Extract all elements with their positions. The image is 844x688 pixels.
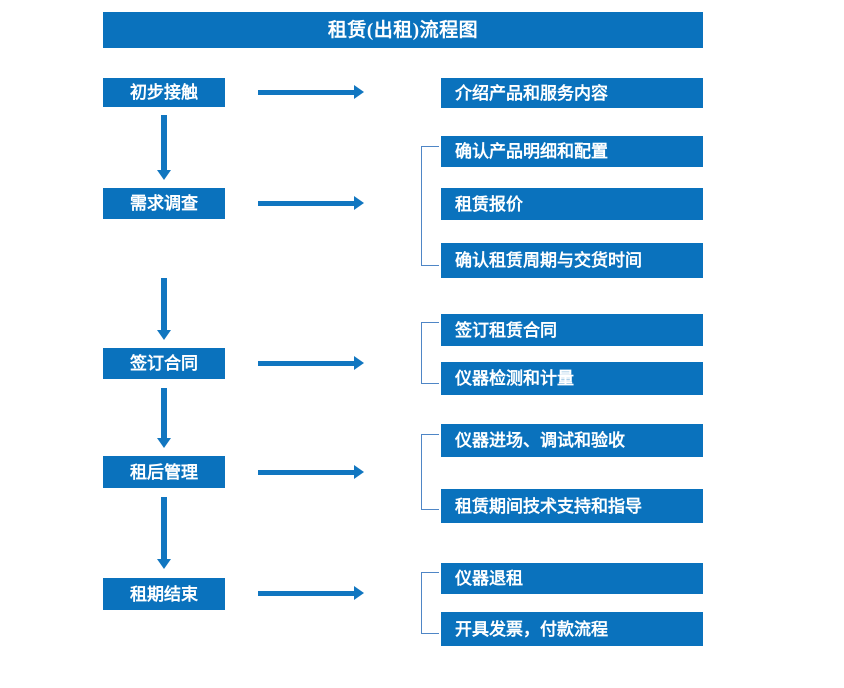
detail-label: 仪器退租 xyxy=(455,569,523,588)
arrow-shaft xyxy=(258,470,355,475)
arrow-head xyxy=(157,330,171,340)
detail-label: 确认租赁周期与交货时间 xyxy=(455,251,642,270)
arrow-shaft xyxy=(161,388,167,439)
stage-box-post-rental-management[interactable]: 租后管理 xyxy=(103,456,225,488)
stage-label: 签订合同 xyxy=(130,354,198,373)
group-bracket-2 xyxy=(421,146,439,266)
arrow-head xyxy=(354,85,364,99)
arrow-head xyxy=(354,586,364,600)
diagram-title-bar: 租赁(出租)流程图 xyxy=(103,12,703,48)
detail-box-invoice-payment[interactable]: 开具发票，付款流程 xyxy=(441,612,703,646)
detail-label: 仪器检测和计量 xyxy=(455,369,574,388)
detail-label: 签订租赁合同 xyxy=(455,320,557,340)
down-arrow-icon-3 xyxy=(157,388,171,448)
stage-box-sign-contract[interactable]: 签订合同 xyxy=(103,348,225,379)
arrow-head xyxy=(354,356,364,370)
right-arrow-icon-1 xyxy=(258,85,364,99)
detail-box-confirm-product-spec[interactable]: 确认产品明细和配置 xyxy=(441,136,703,167)
right-arrow-icon-4 xyxy=(258,465,364,479)
detail-label: 仪器进场、调试和验收 xyxy=(455,431,625,450)
detail-box-instrument-return[interactable]: 仪器退租 xyxy=(441,563,703,594)
down-arrow-icon-2 xyxy=(157,278,171,340)
group-bracket-4 xyxy=(421,434,439,510)
stage-box-lease-end[interactable]: 租期结束 xyxy=(103,578,225,610)
detail-box-instrument-entry-commission[interactable]: 仪器进场、调试和验收 xyxy=(441,424,703,457)
stage-label: 租期结束 xyxy=(130,584,198,604)
detail-box-instrument-inspection[interactable]: 仪器检测和计量 xyxy=(441,362,703,395)
stage-box-needs-survey[interactable]: 需求调查 xyxy=(103,188,225,219)
stage-label: 租后管理 xyxy=(130,462,198,482)
detail-label: 租赁报价 xyxy=(455,194,523,214)
detail-label: 确认产品明细和配置 xyxy=(455,142,608,161)
detail-label: 介绍产品和服务内容 xyxy=(455,83,608,103)
detail-box-sign-rental-contract[interactable]: 签订租赁合同 xyxy=(441,314,703,346)
arrow-shaft xyxy=(258,361,355,366)
arrow-shaft xyxy=(161,497,167,560)
stage-box-initial-contact[interactable]: 初步接触 xyxy=(103,78,225,107)
detail-box-introduce-products[interactable]: 介绍产品和服务内容 xyxy=(441,78,703,108)
detail-label: 开具发票，付款流程 xyxy=(455,619,608,639)
arrow-shaft xyxy=(161,115,167,171)
arrow-shaft xyxy=(258,201,355,206)
detail-box-confirm-period-delivery[interactable]: 确认租赁周期与交货时间 xyxy=(441,243,703,278)
diagram-title: 租赁(出租)流程图 xyxy=(327,19,479,41)
right-arrow-icon-5 xyxy=(258,586,364,600)
arrow-head xyxy=(157,170,171,180)
right-arrow-icon-3 xyxy=(258,356,364,370)
arrow-shaft xyxy=(161,278,167,331)
stage-label: 初步接触 xyxy=(130,83,198,102)
right-arrow-icon-2 xyxy=(258,196,364,210)
stage-label: 需求调查 xyxy=(130,194,198,213)
arrow-head xyxy=(157,438,171,448)
arrow-head xyxy=(157,559,171,569)
group-bracket-5 xyxy=(421,572,439,634)
down-arrow-icon-4 xyxy=(157,497,171,569)
detail-label: 租赁期间技术支持和指导 xyxy=(455,496,642,516)
arrow-head xyxy=(354,465,364,479)
arrow-head xyxy=(354,196,364,210)
detail-box-technical-support[interactable]: 租赁期间技术支持和指导 xyxy=(441,489,703,523)
arrow-shaft xyxy=(258,90,355,95)
arrow-shaft xyxy=(258,591,355,596)
group-bracket-3 xyxy=(421,322,439,384)
detail-box-rental-quote[interactable]: 租赁报价 xyxy=(441,188,703,220)
down-arrow-icon-1 xyxy=(157,115,171,180)
